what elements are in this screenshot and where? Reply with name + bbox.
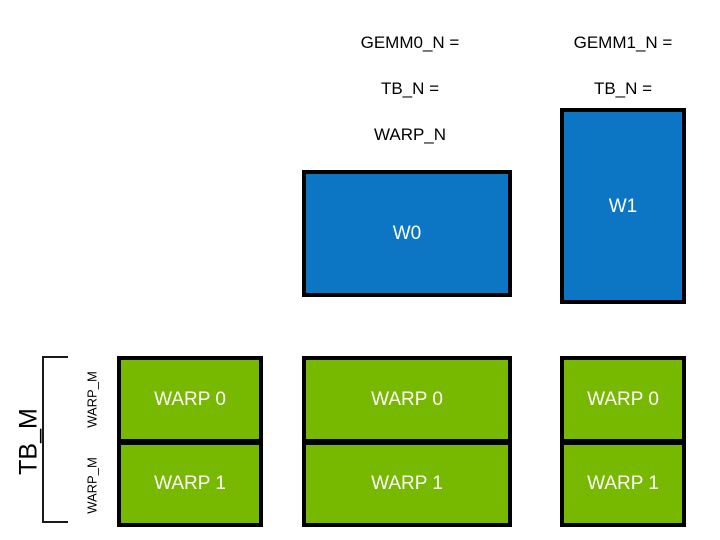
header-gemm0-line2: TB_N = <box>380 79 440 98</box>
green-column-col2: WARP 0 WARP 1 <box>560 356 686 527</box>
green-cell-col1-warp1[interactable]: WARP 1 <box>302 441 512 527</box>
blue-block-w0-label: W0 <box>392 223 422 244</box>
green-cell-col1-warp0[interactable]: WARP 0 <box>302 356 512 443</box>
header-gemm0: GEMM0_N = TB_N = WARP_N <box>320 8 500 169</box>
warp-m-label-0: WARP_M <box>84 371 100 428</box>
green-cell-col1-warp0-label: WARP 0 <box>371 388 443 410</box>
green-cell-col0-warp0-label: WARP 0 <box>154 388 226 410</box>
green-column-col1: WARP 0 WARP 1 <box>302 356 512 527</box>
green-column-col0: WARP 0 WARP 1 <box>117 356 263 527</box>
green-cell-col2-warp0[interactable]: WARP 0 <box>560 356 686 443</box>
green-cell-col2-warp1-label: WARP 1 <box>587 473 659 495</box>
tb-m-label: TB_M <box>14 408 43 475</box>
green-cell-col0-warp1[interactable]: WARP 1 <box>117 441 263 527</box>
header-gemm1-line2: TB_N = <box>593 79 653 98</box>
blue-block-w0[interactable]: W0 <box>302 170 512 297</box>
green-cell-col2-warp0-label: WARP 0 <box>587 388 659 410</box>
green-cell-col0-warp0[interactable]: WARP 0 <box>117 356 263 443</box>
header-gemm0-line3: WARP_N <box>373 125 447 144</box>
header-gemm1-line1: GEMM1_N = <box>573 33 673 52</box>
blue-block-w1-label: W1 <box>608 195 638 217</box>
blue-block-w1[interactable]: W1 <box>560 108 686 304</box>
green-cell-col0-warp1-label: WARP 1 <box>154 473 226 495</box>
green-cell-col1-warp1-label: WARP 1 <box>371 473 443 495</box>
warp-m-label-1: WARP_M <box>84 457 100 514</box>
header-gemm0-line1: GEMM0_N = <box>360 33 460 52</box>
tb-m-bracket <box>42 356 68 523</box>
green-cell-col2-warp1[interactable]: WARP 1 <box>560 441 686 527</box>
